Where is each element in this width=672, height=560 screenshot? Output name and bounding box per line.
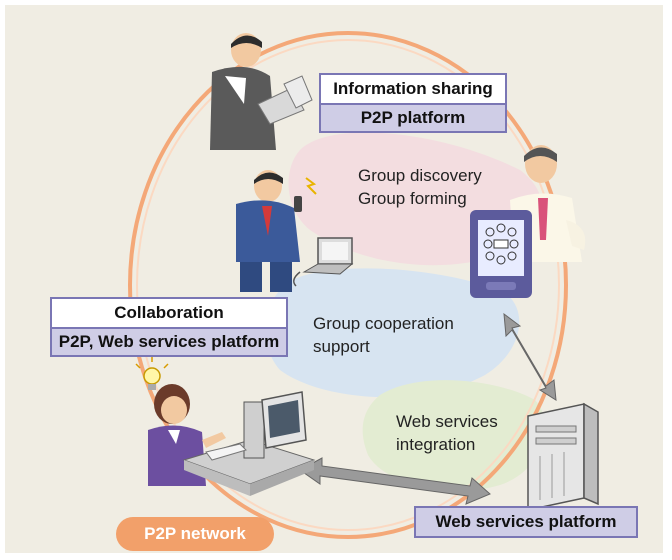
- sync-arrow-icon: [299, 312, 557, 505]
- man-laptop-icon: [210, 33, 313, 150]
- group-forming-text: Group forming: [358, 189, 467, 208]
- group-discovery-label: Group discovery Group forming: [358, 164, 482, 210]
- woman-computer-icon: [148, 384, 316, 496]
- information-sharing-box: Information sharing P2P platform: [319, 73, 507, 133]
- web-services-platform-label: Web services platform: [414, 506, 638, 538]
- web-services-text: Web services: [396, 412, 498, 431]
- collaboration-box: Collaboration P2P, Web services platform: [50, 297, 288, 357]
- support-text: support: [313, 337, 370, 356]
- pda-icon: [470, 210, 532, 298]
- server-icon: [527, 402, 599, 511]
- information-sharing-title: Information sharing: [333, 79, 493, 98]
- p2p-ring: [128, 31, 568, 539]
- p2p-ring-inner: [136, 39, 560, 531]
- group-cooperation-text: Group cooperation: [313, 314, 454, 333]
- collaboration-title: Collaboration: [114, 303, 224, 322]
- web-services-blob: [362, 380, 545, 491]
- web-services-integration-label: Web services integration: [396, 410, 498, 456]
- p2p-platform-label: P2P platform: [321, 103, 505, 131]
- group-cooperation-label: Group cooperation support: [313, 312, 454, 358]
- group-cooperation-blob: [265, 268, 520, 398]
- collaboration-platform-label: P2P, Web services platform: [52, 327, 286, 355]
- lightbulb-icon: [135, 356, 169, 390]
- p2p-network-pill: P2P network: [116, 517, 274, 551]
- laptop-icon: [293, 237, 354, 287]
- man-phone-icon: [236, 170, 317, 292]
- group-discovery-text: Group discovery: [358, 166, 482, 185]
- integration-text: integration: [396, 435, 476, 454]
